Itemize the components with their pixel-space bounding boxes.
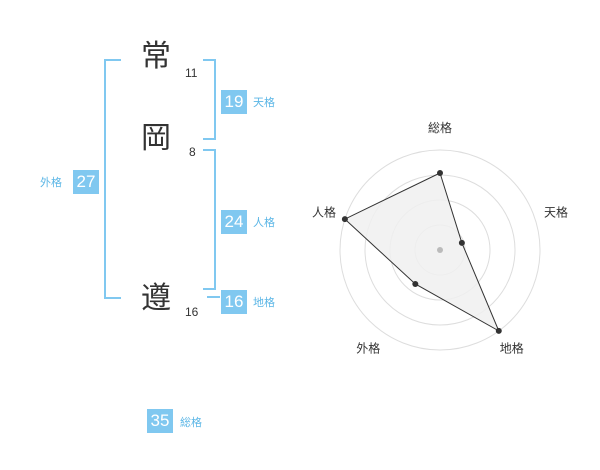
tenkaku-bracket [203,59,216,140]
radar-center-dot [437,247,443,253]
radar-axis-label-1: 総格 [428,120,452,135]
gaikaku-label: 外格 [40,176,62,189]
chikaku-connector [207,296,220,298]
tenkaku-label: 天格 [253,96,275,109]
stroke-count-2: 8 [189,145,196,159]
radar-axis-label-3: 地格 [500,341,524,356]
radar-point-4 [412,280,419,287]
radar-point-2 [458,239,465,246]
jinkaku-value: 24 [221,210,247,234]
radar-axis-label-4: 外格 [356,341,380,356]
stroke-count-1: 11 [185,66,198,80]
radar-axis-label-5: 人格 [312,204,336,219]
radar-point-5 [341,216,348,223]
radar-data-polygon [344,172,500,333]
soukaku-value: 35 [147,409,173,433]
soukaku-label: 総格 [180,416,202,429]
stroke-count-3: 16 [185,305,199,319]
jinkaku-label: 人格 [253,216,275,229]
radar-axis-label-2: 天格 [544,204,568,219]
radar-point-3 [495,327,502,334]
gaikaku-bracket [104,59,121,299]
chikaku-label: 地格 [253,296,275,309]
chikaku-value: 16 [221,290,247,314]
name-char-2: 岡 [141,121,171,156]
name-char-1: 常 [141,39,171,74]
jinkaku-bracket [203,149,216,290]
gaikaku-value: 27 [73,170,99,194]
radar-ring [339,149,541,351]
radar-point-1 [437,170,443,176]
tenkaku-value: 19 [221,90,247,114]
name-char-3: 遵 [141,281,171,316]
